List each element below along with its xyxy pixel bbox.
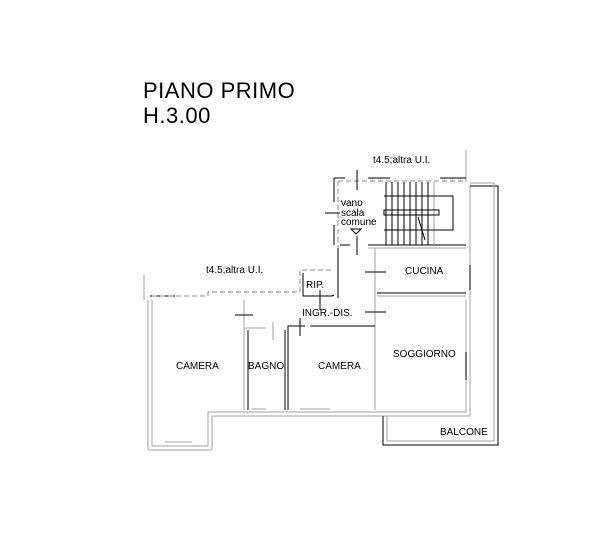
- room-labels: t4.5;altra U.I. t4.5;altra U.I. vano sca…: [176, 155, 488, 438]
- label-bathroom: BAGNO: [248, 361, 284, 372]
- interior-walls: [152, 248, 466, 410]
- exterior-walls: [143, 186, 471, 451]
- label-stair-2: scala: [341, 208, 365, 219]
- label-stair-1: vano: [341, 198, 363, 209]
- floor-height: H.3.00: [143, 103, 211, 128]
- balcony-outline: [382, 182, 499, 446]
- stairwell: [325, 150, 467, 295]
- arrow-down-icon: [349, 228, 363, 235]
- label-adjacent-left: t4.5;altra U.I.: [206, 265, 263, 276]
- label-living: SOGGIORNO: [393, 349, 456, 360]
- label-adjacent-top: t4.5;altra U.I.: [373, 155, 430, 166]
- label-storage: RIP.: [306, 280, 324, 291]
- label-kitchen: CUCINA: [405, 266, 444, 277]
- label-balcony: BALCONE: [440, 427, 488, 438]
- plan-title: PIANO PRIMO: [143, 78, 296, 103]
- stair-treads: [383, 182, 454, 245]
- label-bedroom-left: CAMERA: [176, 361, 219, 372]
- label-entrance: INGR.-DIS.: [302, 308, 353, 319]
- label-bedroom-center: CAMERA: [318, 361, 361, 372]
- label-stair-3: comune: [341, 217, 377, 228]
